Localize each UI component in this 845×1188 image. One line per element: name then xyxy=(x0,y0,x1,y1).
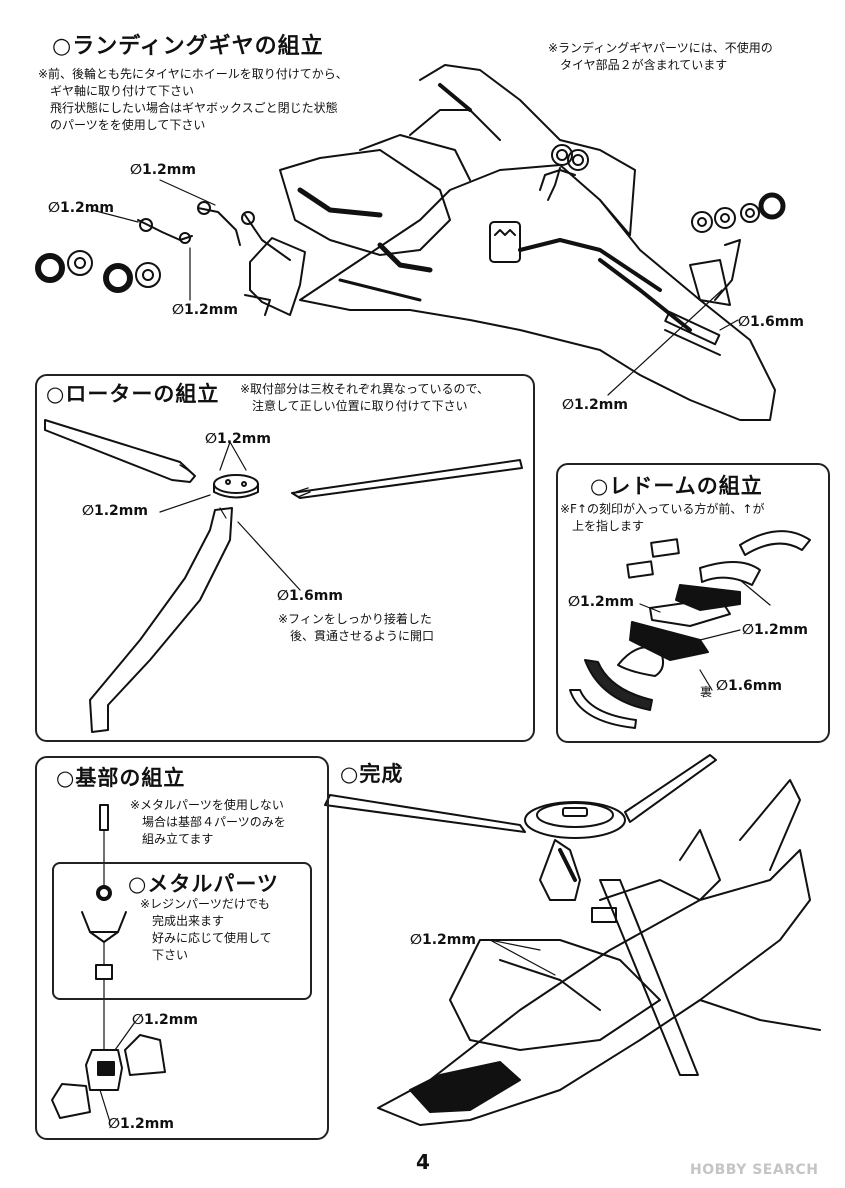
top-aircraft-illustration xyxy=(279,64,776,421)
landing-gear-note-right: ※ランディングギヤパーツには、不使用の タイヤ部品２が含まれています xyxy=(548,41,773,72)
landing-gear-dim-5: ∅1.2mm xyxy=(562,397,628,413)
rotor-dim-3: ∅1.6mm xyxy=(277,588,343,604)
landing-gear-title: ○ランディングギヤの組立 xyxy=(52,34,324,59)
completed-model-illustration xyxy=(324,754,821,1126)
rotor-illustration xyxy=(44,419,523,733)
landing-gear-dim-4: ∅1.6mm xyxy=(738,314,804,330)
radome-dim-1: ∅1.2mm xyxy=(568,594,634,610)
base-dim-2: ∅1.2mm xyxy=(108,1116,174,1132)
page-number: 4 xyxy=(416,1150,430,1174)
base-illustration xyxy=(51,804,166,1123)
metal-parts-note: ※レジンパーツだけでも 完成出来ます 好みに応じて使用して 下さい xyxy=(140,897,272,962)
radome-back-label: 裏 xyxy=(700,685,713,699)
complete-dim: ∅1.2mm xyxy=(410,932,476,948)
metal-parts-title: ○メタルパーツ xyxy=(128,872,279,896)
rotor-dim-1: ∅1.2mm xyxy=(205,431,271,447)
radome-title: ○レドームの組立 xyxy=(590,474,763,498)
landing-gear-dim-1: ∅1.2mm xyxy=(130,162,196,178)
hobby-search-watermark: HOBBY SEARCH xyxy=(690,1162,819,1178)
complete-title: ○完成 xyxy=(340,762,404,786)
rotor-dim-2: ∅1.2mm xyxy=(82,503,148,519)
radome-illustration xyxy=(569,530,811,729)
wheel-parts-left xyxy=(35,201,306,316)
landing-gear-dim-3: ∅1.2mm xyxy=(172,302,238,318)
base-dim-1: ∅1.2mm xyxy=(132,1012,198,1028)
landing-gear-dim-2: ∅1.2mm xyxy=(48,200,114,216)
rotor-section-box xyxy=(35,374,535,742)
base-title: ○基部の組立 xyxy=(56,766,186,790)
radome-section-box xyxy=(556,463,830,743)
base-note: ※メタルパーツを使用しない 場合は基部４パーツのみを 組み立てます xyxy=(130,798,286,846)
radome-dim-2: ∅1.2mm xyxy=(742,622,808,638)
base-section-box xyxy=(35,756,329,1140)
rotor-fin-note: ※フィンをしっかり接着した 後、貫通させるように開口 xyxy=(278,612,435,643)
rotor-note: ※取付部分は三枚それぞれ異なっているので、 注意して正しい位置に取り付けて下さい xyxy=(240,382,489,413)
wheel-parts-right xyxy=(689,192,786,306)
landing-gear-note: ※前、後輪とも先にタイヤにホイールを取り付けてから、 ギヤ軸に取り付けて下さい … xyxy=(38,67,348,132)
rotor-title: ○ローターの組立 xyxy=(46,382,220,406)
metal-parts-box xyxy=(52,862,312,1000)
radome-note: ※F↑の刻印が入っている方が前、↑が 上を指します xyxy=(560,502,765,533)
radome-dim-3: ∅1.6mm xyxy=(716,678,782,694)
